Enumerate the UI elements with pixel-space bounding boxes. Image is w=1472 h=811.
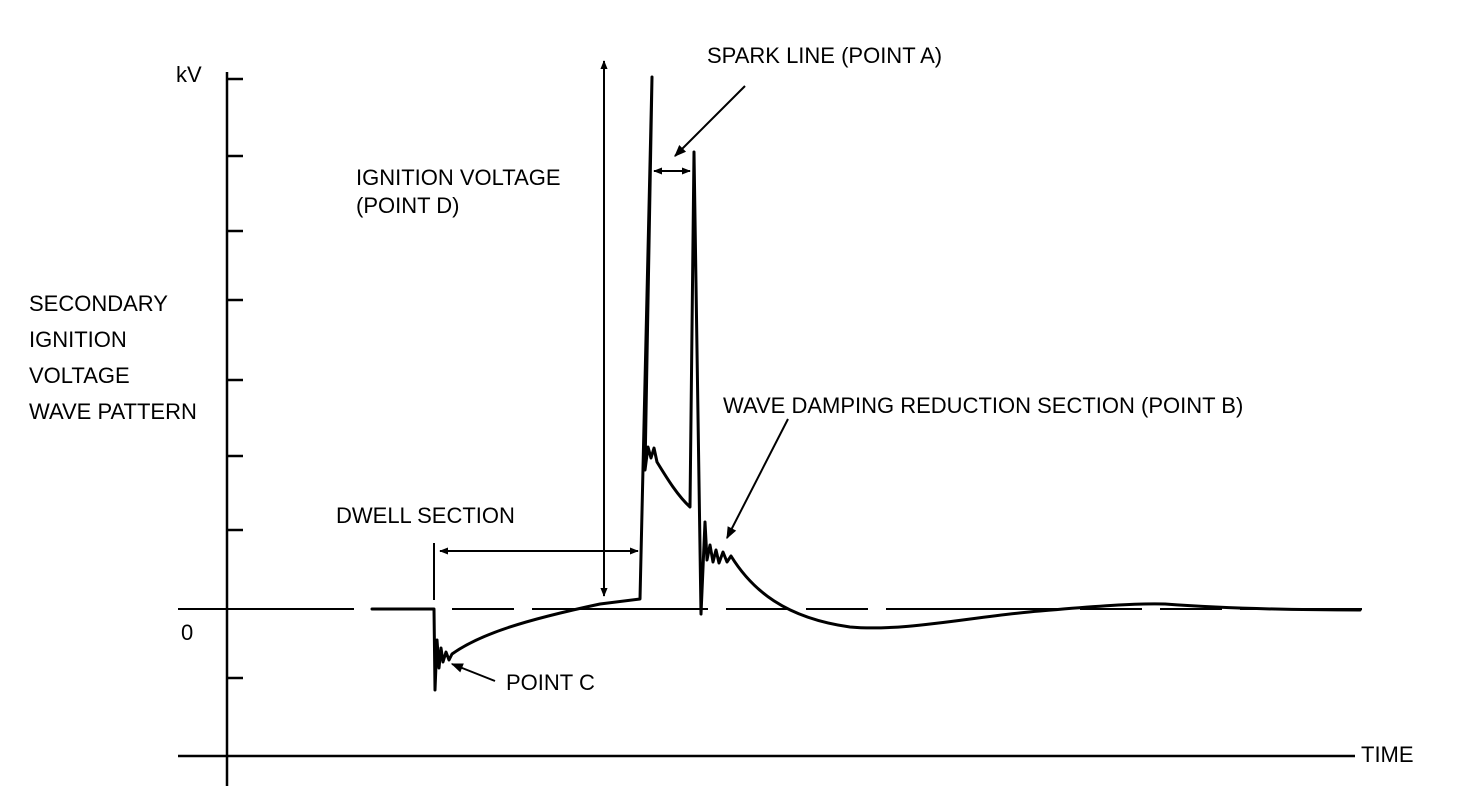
spark-line-pointer — [674, 85, 746, 157]
x-axis-label: TIME — [1361, 742, 1414, 767]
y-title-line-3: VOLTAGE — [29, 363, 130, 388]
y-axis-title: SECONDARY IGNITION VOLTAGE WAVE PATTERN — [29, 286, 197, 430]
zero-label: 0 — [181, 620, 194, 645]
wave-damping-pointer — [726, 418, 789, 540]
secondary-voltage-waveform — [370, 75, 1362, 692]
ignition-voltage-label-line-2: (POINT D) — [356, 193, 460, 218]
y-axis-ticks — [227, 77, 243, 680]
spark-line-label: SPARK LINE (POINT A) — [707, 43, 943, 68]
wave-damping-label: WAVE DAMPING REDUCTION SECTION (POINT B) — [723, 393, 1244, 418]
y-title-line-1: SECONDARY — [29, 291, 168, 316]
y-title-line-2: IGNITION — [29, 327, 127, 352]
ignition-voltage-label: IGNITION VOLTAGE (POINT D) — [356, 164, 561, 220]
dwell-section-label: DWELL SECTION — [336, 503, 515, 528]
y-unit-label: kV — [176, 62, 202, 87]
point-c-pointer — [450, 663, 496, 682]
point-c-label: POINT C — [506, 670, 595, 695]
ignition-voltage-label-line-1: IGNITION VOLTAGE — [356, 165, 561, 190]
y-title-line-4: WAVE PATTERN — [29, 399, 197, 424]
